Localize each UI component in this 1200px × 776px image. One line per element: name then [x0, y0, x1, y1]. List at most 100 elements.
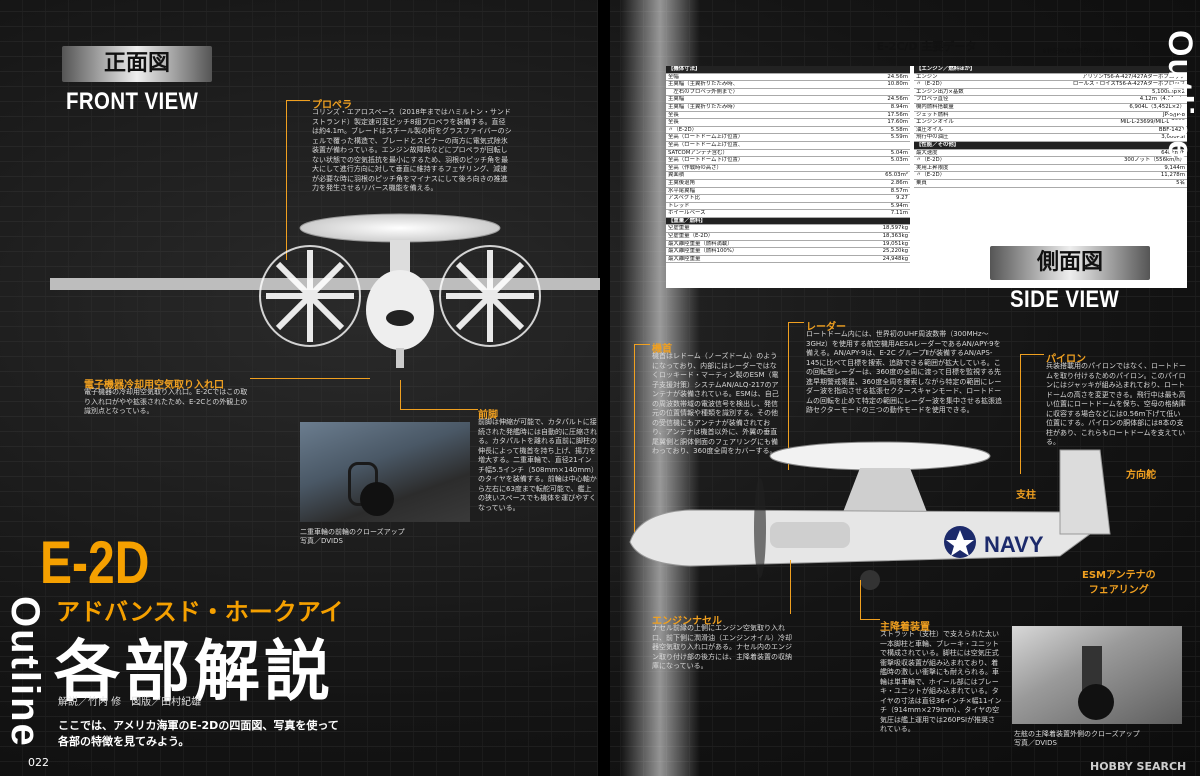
- side-rotodome: [769, 441, 991, 471]
- title-kaku: 各部解説: [54, 632, 334, 710]
- spec-value: 17.56m: [887, 111, 908, 118]
- spec-value: アリソンT56-A-427/427Aターボプロップ: [1082, 73, 1185, 80]
- watermark: HOBBY SEARCH: [1090, 760, 1187, 773]
- spec-value: JP-5/JP-8: [1162, 111, 1185, 118]
- spec-key: 〃（E-2D）: [668, 126, 698, 133]
- spec-key: 【機体寸法】: [668, 66, 701, 72]
- spec-value: 17.60m: [887, 119, 908, 126]
- radar-text: ロートドーム内には、世界初のUHF周波数帯（300MHz～3GHz）を使用する航…: [806, 330, 1002, 414]
- esm-label: ESMアンテナの フェアリング: [1082, 570, 1156, 596]
- spec-row: 左右のプロペラ外側まで）: [666, 89, 910, 97]
- spec-key: 最大離陸重量: [668, 255, 701, 262]
- spec-value: MIL-L-23699/MIL-L-7808: [1120, 119, 1185, 126]
- front-gear-photo-caption: 二重車輪の前輪のクローズアップ 写真／DVIDS: [300, 528, 405, 545]
- main-gear-photo-caption: 左舷の主降着装置外側のクローズアップ 写真／DVIDS: [1014, 730, 1140, 747]
- spec-value: 5.94m: [890, 202, 908, 209]
- title-e2d: E-2D: [40, 529, 150, 596]
- spec-key: 機内燃料搭載量: [916, 103, 954, 110]
- radar-leader: [788, 322, 804, 470]
- spec-key: 主翼幅（主翼折りたたみ時）: [668, 103, 739, 110]
- spec-row: 【エンジン／燃料ほか】: [914, 66, 1187, 74]
- pylon-title: パイロン: [1046, 354, 1086, 365]
- spec-row: 全高（ロートドーム上げ位置、: [666, 142, 910, 150]
- spec-key: 空虚重量（E-2D）: [668, 233, 714, 240]
- spec-key: アスペクト比: [668, 195, 700, 202]
- spec-value: 300ノット（556km/h）: [1123, 157, 1185, 164]
- spec-key: ジェット燃料: [916, 111, 949, 118]
- rudder-label: 方向舵: [1126, 470, 1156, 481]
- main-gear-text: ストラット（支柱）で支えられた太い一本脚柱と車輪、ブレーキ・ユニットで構成されて…: [880, 630, 1002, 733]
- front-gear-text: 前脚は伸縮が可能で、カタパルトに接続された発艦時には自動的に圧縮される。カタパル…: [478, 418, 598, 512]
- page-number: 022: [28, 756, 49, 769]
- credits: 解説／竹内 修 図版／田村紀雄: [58, 697, 202, 708]
- right-outline-label: Outline: [1161, 30, 1199, 162]
- spec-row: 全高（作戦時の高さ）: [666, 165, 910, 173]
- fuselage-title: 機首: [652, 344, 672, 355]
- spec-key: 全長: [668, 119, 679, 126]
- spec-key: 翼面積: [668, 172, 685, 179]
- spec-key: エンジン: [916, 73, 938, 80]
- spec-value: BBF-1421: [1158, 126, 1185, 133]
- spec-row: SATCOMアンテナ含む）5.04m: [666, 150, 910, 158]
- main-gear-photo: [1012, 626, 1182, 724]
- title-kana: アドバンスド・ホークアイ: [56, 598, 344, 626]
- spec-value: 6,904L（3,452L×2）: [1129, 103, 1185, 110]
- spec-row: 【性能／その他】: [914, 141, 1187, 150]
- spec-value: 5.58m: [890, 126, 908, 133]
- spec-row: エンジンオイル MIL-L-23699/MIL-L-7808: [914, 119, 1187, 127]
- spec-row: 全高（ロートドーム下げ位置）5.03m: [666, 157, 910, 165]
- spec-row: 【機体寸法】: [666, 66, 910, 74]
- front-gear-leader: [400, 380, 478, 410]
- spec-key: 【重量／燃料】: [668, 217, 706, 224]
- intro-text: ここでは、アメリカ海軍のE-2Dの四面図、写真を使って各部の特徴を見てみよう。: [58, 719, 339, 748]
- side-propeller: [754, 478, 766, 578]
- cooling-leader: [250, 378, 370, 379]
- spec-value: 5.59m: [890, 134, 908, 141]
- spec-key: 最大速度: [916, 149, 938, 156]
- front-view-header-box: 正面図: [62, 46, 212, 82]
- spec-row: 〃（E-2D）ロールス・ロイスT56-A-427Aターボプロップ: [914, 81, 1187, 89]
- spec-value: 2.86m: [890, 179, 908, 186]
- pylon: [390, 240, 410, 280]
- left-outline-label: Outline: [3, 596, 47, 748]
- spec-row: 最大離陸重量（燃料100%）25,220kg: [666, 248, 910, 256]
- front-view-header-jp: 正面図: [103, 51, 170, 76]
- spec-table-note: ※特記のない限りE-2Cのもの。: [1042, 48, 1127, 55]
- spec-row: 全高（ロートドーム上げ位置） 5.59m: [666, 134, 910, 142]
- nacelle-text: ナセル前縁の上側にエンジン空気取り入れ口、前下側に潤滑油（エンジンオイル）冷却器…: [652, 624, 792, 670]
- side-view-header-box: 側面図: [990, 246, 1150, 280]
- spec-key: 〃（E-2D）: [916, 81, 946, 88]
- spec-value: 7.11m: [890, 210, 908, 217]
- right-propeller-disc: [439, 245, 541, 347]
- cooling-title: 電子機器冷却用空気取り入れ口: [84, 380, 224, 391]
- spec-row: 〃（E-2D）11,278m: [914, 172, 1187, 180]
- spec-key: 水平尾翼幅: [668, 187, 695, 194]
- spec-key: エンジンオイル: [916, 119, 954, 126]
- side-pylon: [840, 468, 930, 520]
- nacelle-leader: [790, 560, 791, 614]
- main-gear-title: 主降着装置: [880, 622, 930, 633]
- front-view-header-en: FRONT VIEW: [66, 88, 199, 115]
- spec-row: 〃（E-2D） 5.58m: [666, 127, 910, 135]
- propeller-title: プロペラ: [312, 100, 352, 111]
- spec-key: 全高（ロートドーム上げ位置）: [668, 134, 744, 141]
- navy-text: NAVY: [984, 532, 1044, 557]
- spec-value: 5,100shp×2: [1151, 88, 1185, 95]
- spec-key: SATCOMアンテナ含む）: [668, 149, 728, 156]
- front-gear-title: 前脚: [478, 410, 498, 421]
- spec-table-col-right: 【エンジン／燃料ほか】エンジン アリソンT56-A-427/427Aターボプロップ…: [914, 66, 1187, 188]
- pylon-leader: [1020, 354, 1044, 474]
- spec-table-title: E-2C/D 主要データ: [876, 40, 977, 53]
- spec-value: 24.56m: [887, 96, 908, 103]
